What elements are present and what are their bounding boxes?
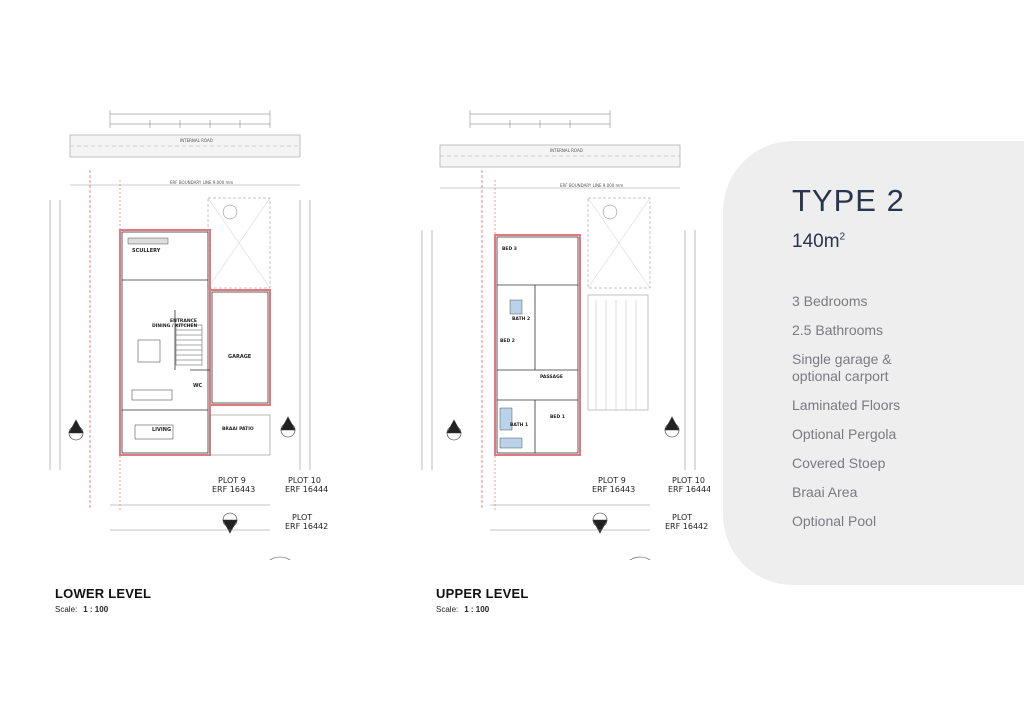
info-panel — [723, 141, 1024, 585]
features-list: 3 Bedrooms 2.5 Bathrooms Single garage &… — [792, 293, 932, 542]
lower-road-label: INTERNAL ROAD — [180, 138, 213, 143]
lower-scale-label: Scale: — [55, 605, 78, 614]
upper-scale: Scale: 1 : 100 — [436, 605, 489, 614]
type-title: TYPE 2 — [792, 183, 905, 218]
lower-erf16442: ERF 16442 — [285, 522, 328, 531]
lower-erf16444: ERF 16444 — [285, 485, 328, 494]
feature-item: Optional Pool — [792, 513, 877, 529]
lower-room-entrance: ENTRANCE — [170, 318, 197, 324]
lower-plan-drawing: INTERNAL ROAD ERF BOUNDARY LINE 9.000 mm — [49, 110, 328, 594]
lower-room-garage: GARAGE — [228, 354, 252, 360]
upper-room-bed2: BED 2 — [500, 338, 515, 344]
upper-level-plan: INTERNAL ROAD ERF BOUNDARY LINE 9.000 mm — [410, 110, 711, 594]
feature-item: Braai Area — [792, 484, 858, 500]
upper-room-bed1: BED 1 — [550, 414, 565, 420]
feature-item: Optional Pergola — [792, 426, 897, 442]
upper-erf16444: ERF 16444 — [668, 485, 710, 494]
upper-plan-drawing: INTERNAL ROAD ERF BOUNDARY LINE 9.000 mm — [421, 110, 711, 594]
upper-room-bath1: BATH 1 — [510, 422, 528, 428]
area-value: 140m — [792, 231, 840, 252]
feature-item: Laminated Floors — [792, 397, 901, 413]
lower-plot9: PLOT 9 — [218, 476, 246, 485]
lower-room-scullery: SCULLERY — [132, 248, 161, 254]
lower-level-plan: INTERNAL ROAD ERF BOUNDARY LINE 9.000 mm — [40, 110, 340, 594]
area-unit: 2 — [839, 231, 846, 243]
lower-scale-value: 1 : 100 — [83, 605, 109, 614]
lower-scale: Scale: 1 : 100 — [55, 605, 108, 614]
upper-scale-label: Scale: — [436, 605, 459, 614]
lower-boundary-label: ERF BOUNDARY LINE 9.000 mm — [170, 180, 233, 185]
feature-item: 3 Bedrooms — [792, 293, 868, 309]
upper-plot10: PLOT 10 — [672, 476, 705, 485]
upper-road-label: INTERNAL ROAD — [550, 148, 583, 153]
upper-boundary-label: ERF BOUNDARY LINE 9.000 mm — [560, 183, 623, 188]
upper-room-passage: PASSAGE — [540, 374, 563, 380]
feature-item: Covered Stoep — [792, 455, 886, 471]
upper-erf16443: ERF 16443 — [592, 485, 635, 494]
upper-scale-value: 1 : 100 — [464, 605, 490, 614]
lower-room-braai-patio: BRAAI PATIO — [222, 426, 254, 432]
lower-plot10: PLOT 10 — [288, 476, 321, 485]
upper-room-bed3: BED 3 — [502, 246, 517, 252]
lower-room-dining-kitchen: DINING / KITCHEN — [152, 323, 197, 329]
upper-plot: PLOT — [672, 513, 692, 522]
lower-room-living: LIVING — [152, 427, 171, 433]
lower-room-wc: WC — [193, 383, 203, 389]
feature-item: Single garage & optional carport — [792, 351, 892, 384]
feature-item: 2.5 Bathrooms — [792, 322, 884, 338]
lower-level-title: LOWER LEVEL — [55, 586, 152, 601]
floor-area: 140m2 — [792, 231, 845, 253]
upper-level-title: UPPER LEVEL — [436, 586, 529, 601]
upper-plot9: PLOT 9 — [598, 476, 626, 485]
upper-erf16442: ERF 16442 — [665, 522, 708, 531]
lower-erf16443: ERF 16443 — [212, 485, 255, 494]
upper-room-bath2: BATH 2 — [512, 316, 530, 322]
lower-plot: PLOT — [292, 513, 312, 522]
